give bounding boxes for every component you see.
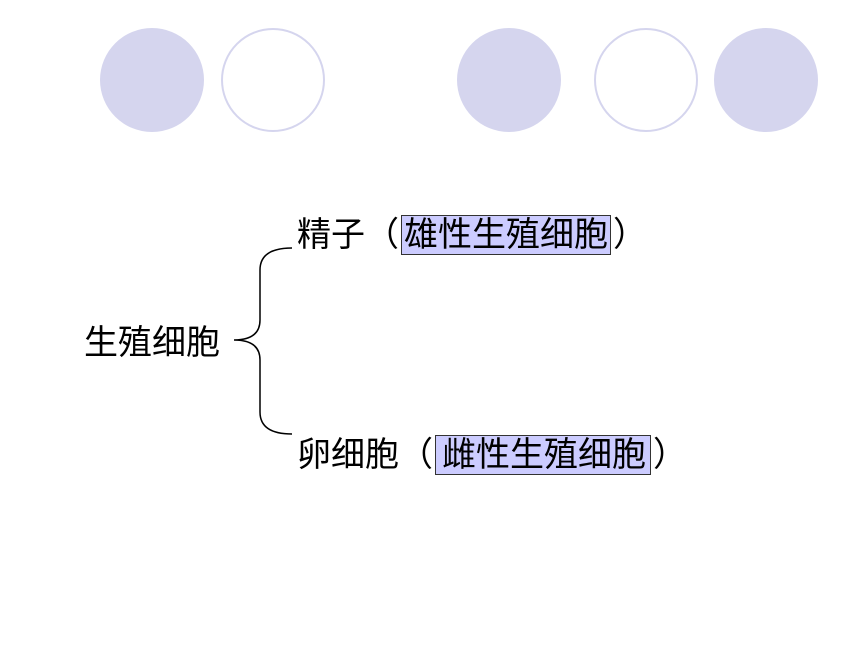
branch-egg-close-paren: ） <box>653 435 687 475</box>
branch-sperm-open-paren: （ <box>365 215 399 255</box>
decor-circle-3 <box>457 28 561 132</box>
branch-egg: 卵细胞 （ 雌性生殖细胞 ） <box>297 435 687 475</box>
branch-sperm-answer: 雄性生殖细胞 <box>401 215 611 255</box>
decor-circle-4 <box>594 28 698 132</box>
decor-circle-2 <box>221 28 325 132</box>
branch-sperm-name: 精子 <box>297 215 365 255</box>
main-term: 生殖细胞 <box>84 323 220 363</box>
branch-sperm-close-paren: ） <box>613 215 647 255</box>
branch-egg-answer: 雌性生殖细胞 <box>435 435 651 475</box>
branch-egg-open-paren: （ <box>399 435 433 475</box>
brace-connector <box>233 247 293 435</box>
branch-sperm: 精子 （ 雄性生殖细胞 ） <box>297 215 647 255</box>
branch-egg-name: 卵细胞 <box>297 435 399 475</box>
decor-circle-1 <box>100 28 204 132</box>
decor-circle-5 <box>714 28 818 132</box>
